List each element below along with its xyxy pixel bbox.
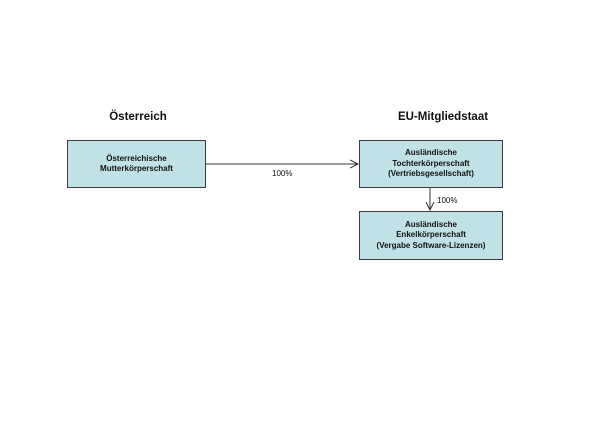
box-foreign-subsidiary: Ausländische Tochterkörperschaft (Vertri…	[359, 140, 503, 188]
box-subsidiary-line-2: Tochterkörperschaft	[392, 158, 470, 168]
ownership-percent-label: 100%	[437, 196, 458, 205]
box-subsidiary-line-3: (Vertriebsgesellschaft)	[388, 169, 474, 179]
ownership-percent-label: 100%	[272, 169, 293, 178]
box-grandchild-line-1: Ausländische	[404, 219, 457, 229]
box-parent-line-1: Österreichische	[106, 153, 167, 163]
box-parent-line-2: Mutterkörperschaft	[100, 164, 173, 173]
heading-eu-member-state: EU-Mitgliedstaat	[397, 111, 489, 123]
box-grandchild-line-3: (Vergabe Software-Lizenzen)	[376, 240, 486, 250]
box-austrian-parent-company: Österreichische Mutterkörperschaft	[67, 140, 206, 188]
box-grandchild-line-2: Enkelkörperschaft	[396, 230, 466, 240]
box-foreign-grandchild: Ausländische Enkelkörperschaft (Vergabe …	[359, 211, 503, 260]
box-subsidiary-line-1: Ausländische	[404, 148, 457, 158]
heading-austria: Österreich	[109, 111, 167, 123]
